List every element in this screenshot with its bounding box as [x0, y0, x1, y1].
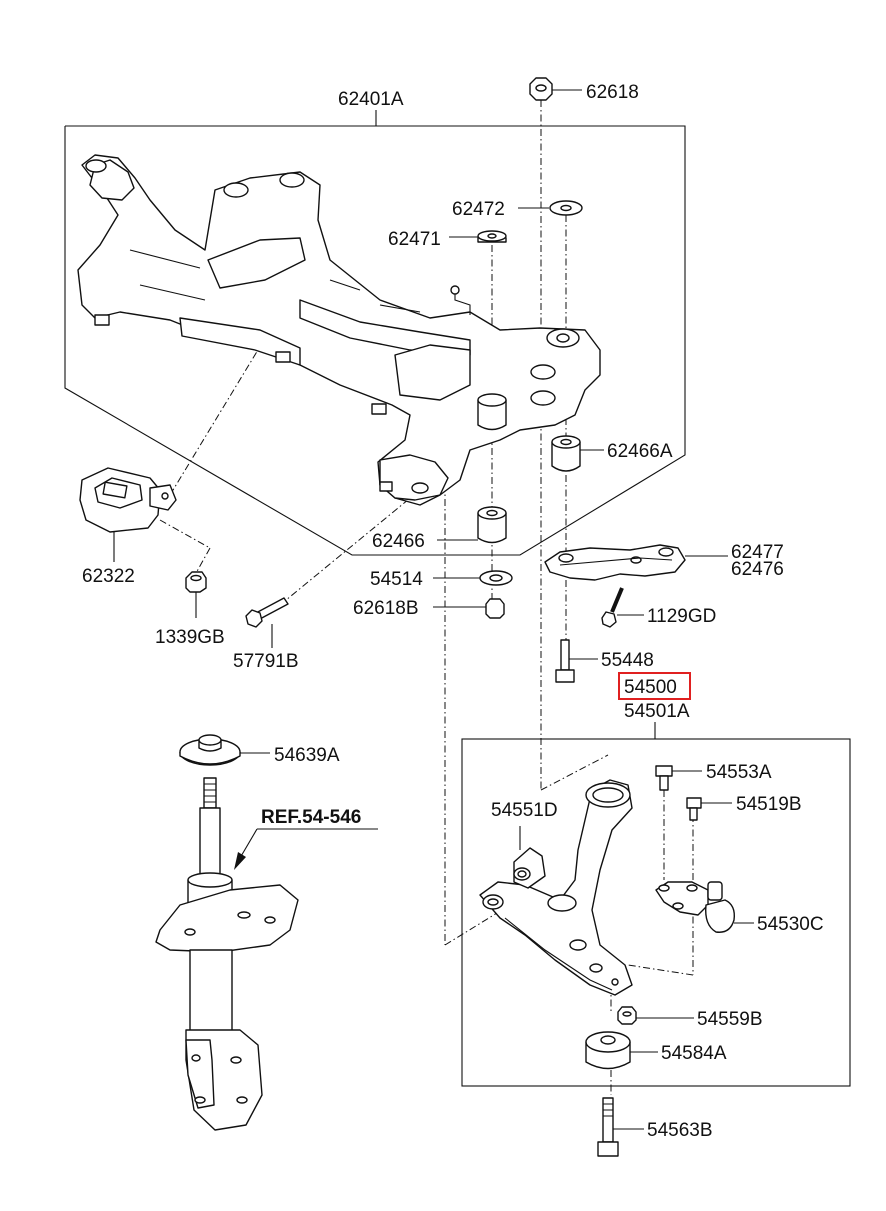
bolt-1129GD: [601, 587, 644, 628]
label-62476: 62476: [731, 559, 784, 580]
label-62477: 62477: [731, 542, 784, 563]
label-57791B: 57791B: [233, 651, 299, 672]
label-62466A: 62466A: [607, 441, 673, 462]
insulator-54639A: [179, 734, 270, 766]
label-54551D: 54551D: [491, 800, 558, 821]
label-55448: 55448: [601, 650, 654, 671]
nut-62618B: [433, 598, 505, 619]
label-54530C: 54530C: [757, 914, 824, 935]
bushing-62466A: [551, 435, 604, 472]
label-1339GB: 1339GB: [155, 627, 225, 648]
front-crossmember: [77, 154, 601, 506]
label-62618B: 62618B: [353, 598, 419, 619]
label-54500[interactable]: 54500: [624, 677, 677, 698]
bolt-54519B: [686, 797, 732, 821]
label-54559B: 54559B: [697, 1009, 763, 1030]
label-ref-54-546[interactable]: REF.54-546: [261, 807, 361, 828]
highlight-box-54500: [618, 672, 691, 700]
lower-control-arm: [479, 779, 633, 996]
label-62618: 62618: [586, 82, 639, 103]
bushing-54584A: [585, 1031, 658, 1070]
ball-joint-54530C: [655, 881, 754, 933]
nut-1339GB: [185, 571, 207, 618]
label-62401A: 62401A: [338, 89, 404, 110]
label-54553A: 54553A: [706, 762, 772, 783]
ref-arrow: [234, 828, 258, 870]
bolt-57791B: [245, 597, 289, 648]
label-62466: 62466: [372, 531, 425, 552]
label-62322: 62322: [82, 566, 135, 587]
label-54519B: 54519B: [736, 794, 802, 815]
bolt-55448: [555, 639, 598, 683]
washer-54514: [433, 570, 513, 586]
bushing-62466: [437, 506, 507, 544]
label-62471: 62471: [388, 229, 441, 250]
label-54514: 54514: [370, 569, 423, 590]
bushing-upper: [477, 393, 507, 431]
assembly-dash-lines: [159, 100, 694, 1095]
bushing-54551D: [513, 826, 546, 889]
label-54501A: 54501A: [624, 701, 690, 722]
crossmember-box: [64, 110, 686, 556]
bolt-54563B: [597, 1097, 644, 1157]
mount-62322: [79, 467, 177, 562]
washer-62472: [518, 200, 583, 216]
bracket-62477: [544, 544, 728, 581]
washer-62471: [449, 230, 507, 243]
nut-62618: [529, 77, 582, 101]
label-54584A: 54584A: [661, 1043, 727, 1064]
bolt-54553A: [655, 765, 702, 791]
label-54639A: 54639A: [274, 745, 340, 766]
nut-54559B: [617, 1006, 694, 1025]
label-62472: 62472: [452, 199, 505, 220]
lower-arm-box: [461, 738, 851, 1087]
strut-assembly: [155, 777, 299, 1131]
label-1129GD: 1129GD: [647, 606, 716, 627]
label-54563B: 54563B: [647, 1120, 713, 1141]
